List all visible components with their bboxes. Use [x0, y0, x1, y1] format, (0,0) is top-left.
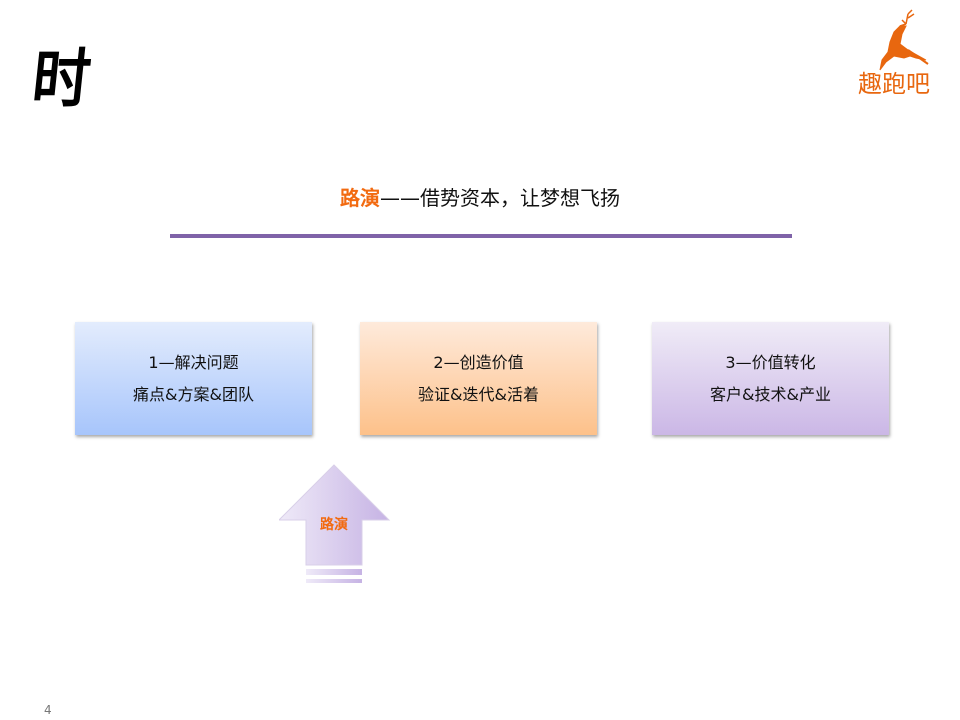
- stage-title: 2—创造价值: [433, 352, 524, 372]
- title-text: ——借势资本，让梦想飞扬: [380, 186, 620, 210]
- page-title: 路演——借势资本，让梦想飞扬: [0, 182, 960, 211]
- deer-logo-icon: [879, 9, 929, 71]
- stage-title: 1—解决问题: [148, 352, 239, 372]
- title-highlight: 路演: [340, 186, 380, 210]
- stage-box-3: 3—价值转化 客户&技术&产业: [652, 322, 889, 435]
- stage-detail: 痛点&方案&团队: [133, 384, 254, 404]
- title-divider: [170, 234, 792, 238]
- stage-title: 3—价值转化: [725, 352, 816, 372]
- page-number: 4: [44, 703, 52, 717]
- stage-detail: 客户&技术&产业: [710, 384, 831, 404]
- calligraphy-character: 时: [28, 42, 95, 117]
- up-arrow-icon: [279, 464, 391, 583]
- stage-detail: 验证&迭代&活着: [418, 384, 539, 404]
- arrow-label: 路演: [320, 517, 348, 533]
- stage-box-2: 2—创造价值 验证&迭代&活着: [360, 322, 597, 435]
- logo-text: 趣跑吧: [858, 70, 930, 98]
- stage-box-1: 1—解决问题 痛点&方案&团队: [75, 322, 312, 435]
